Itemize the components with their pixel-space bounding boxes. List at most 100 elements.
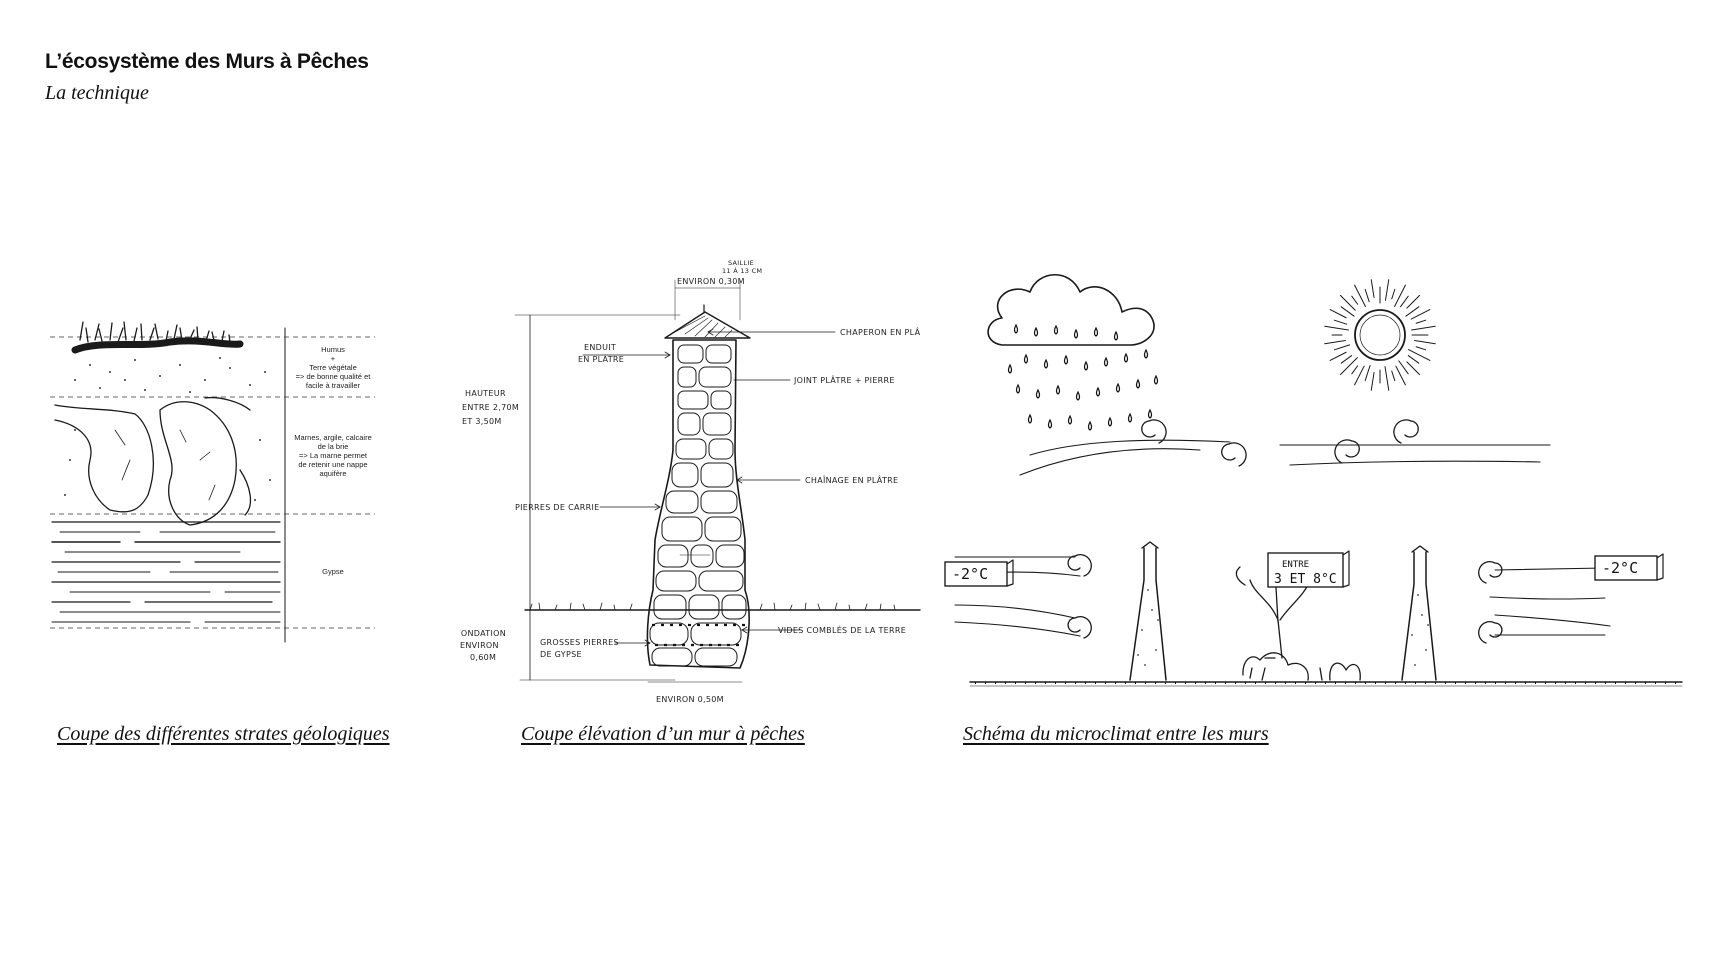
label-enduit-1: ENDUIT (584, 343, 616, 352)
strata-1-line-4: => de bonne qualité et (296, 372, 372, 381)
wall-body (646, 339, 750, 669)
sun-ray (1398, 360, 1409, 375)
sun-ray (1394, 284, 1406, 307)
sun-ray (1391, 370, 1396, 382)
strata-2-line-3: => La marne permet (299, 451, 368, 460)
sun-ray (1364, 288, 1370, 303)
sun-ray (1384, 366, 1390, 391)
microclimate-drawing: -2°C -2°C ENTRE 3 ET 8°C (944, 273, 1683, 687)
label-saillie-1: SAILLIE (728, 259, 754, 267)
sun-ray (1370, 372, 1375, 391)
sun-ray (1354, 284, 1366, 307)
label-chaperon: CHAPERON EN PLÂ (840, 326, 921, 337)
wind-spirals (1067, 419, 1503, 644)
sun-ray (1406, 361, 1421, 376)
label-joint: JOINT PLÂTRE + PIERRE (793, 374, 895, 385)
sun-ray (1340, 355, 1353, 364)
sun-ray (1411, 325, 1436, 331)
caption-strata: Coupe des différentes strates géologique… (57, 723, 390, 745)
rain-drops (1007, 323, 1159, 431)
strata-2-line-1: Marnes, argile, calcaire (294, 433, 372, 442)
sun-ray (1414, 339, 1436, 345)
sun-ray (1384, 279, 1390, 301)
sun-ray (1339, 294, 1356, 311)
sun-ray (1415, 319, 1427, 324)
label-hauteur-3: ET 3,50M (462, 417, 502, 426)
label-fondation-1: FONDATION (460, 629, 506, 638)
sun-ray (1364, 364, 1371, 382)
label-hauteur-2: ENTRE 2,70M (462, 403, 519, 412)
sun-ray (1405, 306, 1420, 317)
strata-1-line-5: facile à travailler (306, 381, 361, 390)
strata-2-line-2: de la brie (318, 442, 349, 451)
sun-ray (1340, 306, 1355, 317)
sun-ray (1415, 346, 1427, 351)
gypsum-layer (51, 521, 281, 623)
label-pierres: PIERRES DE CARRIE (515, 503, 599, 512)
temp-left: -2°C (952, 565, 988, 583)
caption-wall-section: Coupe élévation d’un mur à pêches (521, 723, 805, 745)
label-enduit-2: EN PLÂTRE (578, 353, 624, 364)
sun-ray (1333, 344, 1351, 351)
strata-2-line-5: aquifère (319, 469, 346, 478)
sun-ray (1339, 357, 1358, 376)
wall-section-drawing: ENVIRON 0,30M SAILLIE 11 À 13 CM CHAPERO… (456, 259, 921, 704)
cloud-icon (987, 273, 1155, 346)
label-base-width: ENVIRON 0,50M (656, 695, 724, 704)
wall-stones (649, 344, 747, 667)
sun-ray (1333, 319, 1348, 325)
label-hauteur-1: HAUTEUR (465, 389, 506, 398)
label-top-width: ENVIRON 0,30M (677, 277, 745, 286)
label-grosses-1: GROSSES PIERRES (540, 638, 619, 647)
label-fondation-3: 0,60M (470, 653, 496, 662)
leaders-left (582, 351, 671, 647)
page-title: L’écosystème des Murs à Pêches (45, 50, 369, 73)
marl-rock-layer (54, 396, 271, 526)
sun-ray (1329, 351, 1347, 361)
label-chainage: CHAÎNAGE EN PLÂTRE (805, 474, 898, 485)
sun-ray (1324, 325, 1349, 331)
label-fondation-2: ENVIRON (460, 641, 499, 650)
strata-panel: Humus + Terre végétale => de bonne quali… (40, 310, 420, 655)
label-vides: VIDES COMBLÉS DE LA TERRE (778, 624, 906, 635)
wall-left (1129, 541, 1167, 681)
sun-ray (1407, 355, 1420, 364)
strata-1-line-3: Terre végétale (309, 363, 357, 372)
sun-ray (1410, 309, 1431, 320)
sun-ray (1408, 349, 1431, 361)
wind-upper (1019, 439, 1551, 476)
wall-section-panel: ENVIRON 0,30M SAILLIE 11 À 13 CM CHAPERO… (456, 250, 930, 710)
label-saillie-2: 11 À 13 CM (722, 266, 762, 275)
temp-left-box: -2°C (944, 559, 1014, 587)
sun-ray (1395, 365, 1406, 386)
sun-icon (1324, 279, 1436, 391)
chaperon-roof (664, 311, 751, 339)
temp-middle-top: ENTRE (1282, 560, 1309, 570)
temp-middle-box: ENTRE 3 ET 8°C (1267, 550, 1350, 588)
leaders-right (707, 328, 836, 634)
sun-ray (1400, 295, 1409, 308)
temp-right: -2°C (1602, 559, 1638, 577)
grass-humus-layer (71, 321, 266, 393)
strata-3-line-1: Gypse (322, 567, 344, 576)
page-subtitle: La technique (45, 82, 149, 104)
sun-ray (1370, 279, 1375, 298)
microclimate-panel: -2°C -2°C ENTRE 3 ET 8°C (930, 250, 1690, 710)
strata-1-line-2: + (331, 354, 336, 363)
strata-1-line-1: Humus (321, 345, 345, 354)
sun-ray (1329, 309, 1347, 319)
strata-2-line-4: de retenir une nappe (298, 460, 367, 469)
sun-ray (1351, 295, 1359, 305)
sun-ray (1354, 365, 1365, 386)
sun-ray (1351, 365, 1359, 375)
caption-microclimate: Schéma du microclimat entre les murs (963, 723, 1269, 745)
temp-middle-bottom: 3 ET 8°C (1274, 572, 1337, 587)
label-grosses-2: DE GYPSE (540, 650, 582, 659)
wind-lower (954, 556, 1611, 637)
sun-ray (1391, 288, 1396, 300)
strata-drawing: Humus + Terre végétale => de bonne quali… (50, 321, 375, 643)
temp-right-box: -2°C (1594, 553, 1664, 581)
sun-ray (1406, 294, 1421, 309)
sun-ray (1324, 339, 1346, 345)
wall-right (1401, 545, 1437, 681)
